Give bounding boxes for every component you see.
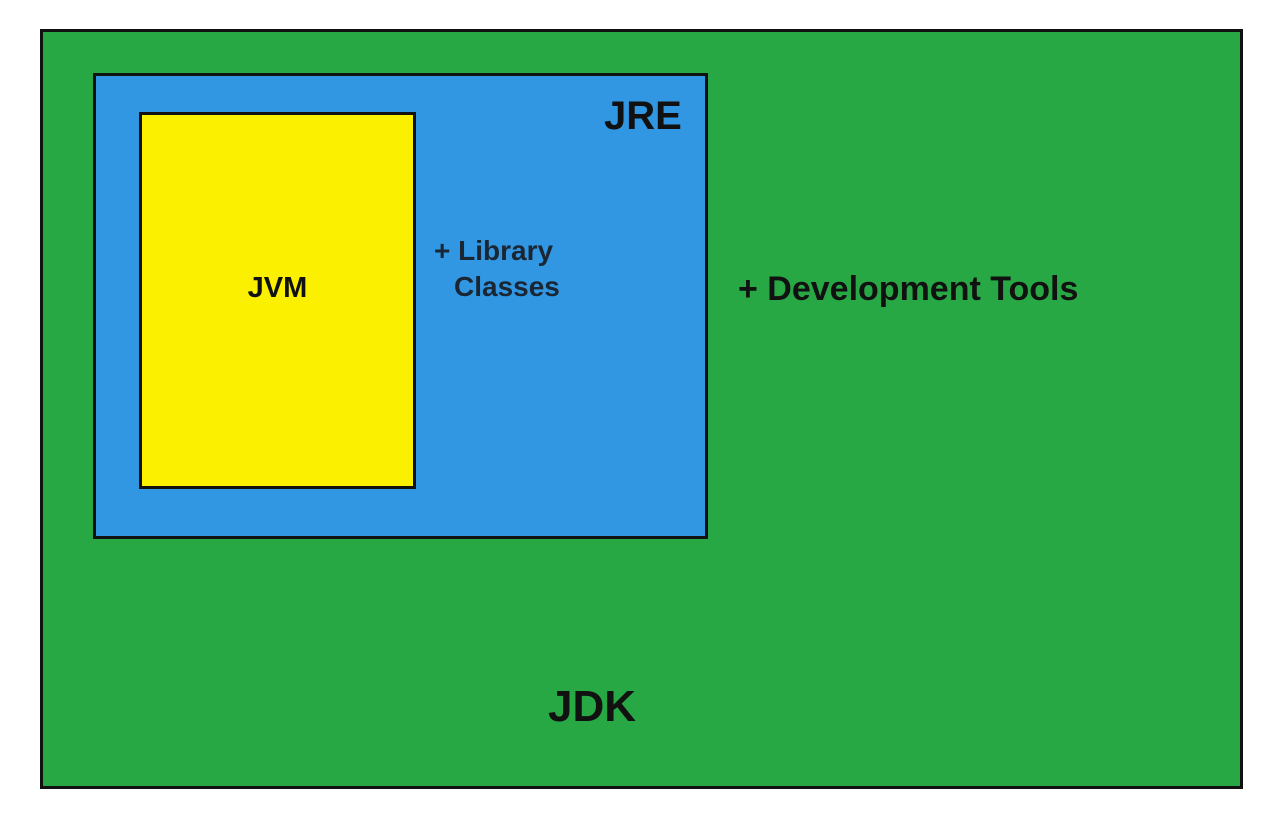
development-tools-label: + Development Tools [738,270,1079,308]
jre-label: JRE [604,94,682,138]
library-classes-label: + Library Classes [434,233,594,305]
jvm-box [139,112,416,489]
jvm-label: JVM [247,272,308,304]
library-classes-line2: Classes [454,271,560,302]
library-classes-line1: + Library [434,235,554,266]
jdk-label: JDK [548,682,637,731]
